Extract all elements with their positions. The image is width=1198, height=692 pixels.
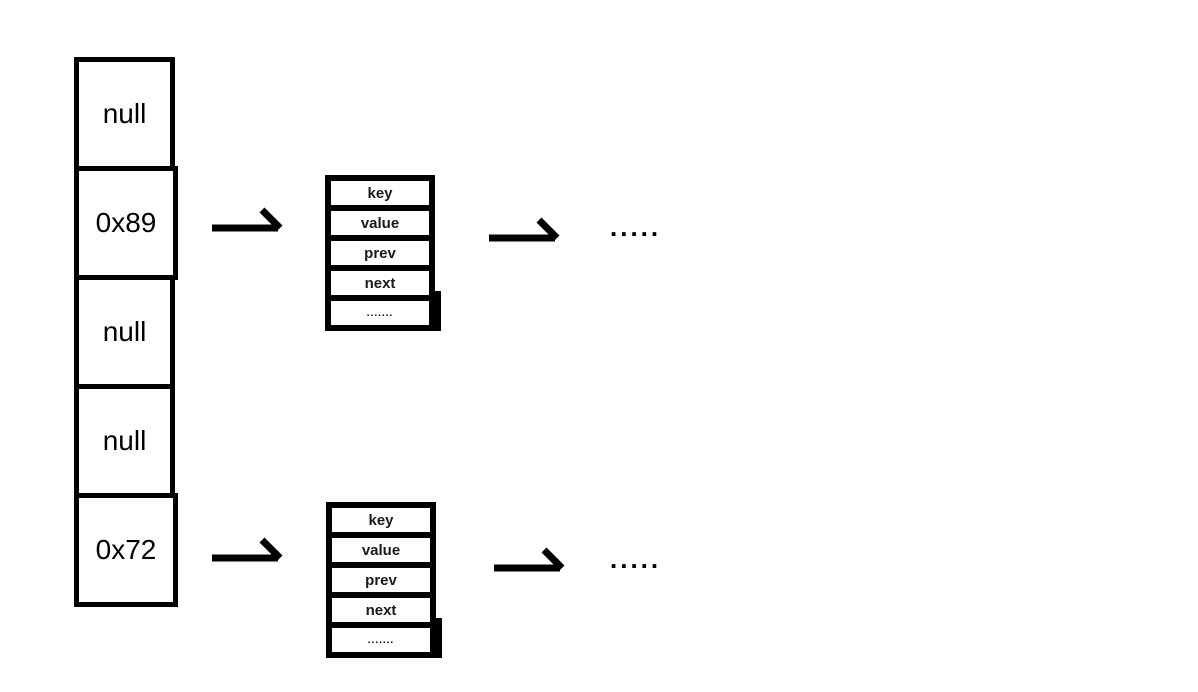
node-field-value: value: [331, 211, 429, 235]
node-field-label: value: [361, 541, 401, 559]
array-cell-label: null: [102, 425, 147, 456]
hooked-right-arrow-icon: [212, 537, 283, 562]
chain-continuation-dots: .....: [610, 212, 662, 242]
array-cell-0: null: [74, 57, 175, 171]
node-field-next: next: [331, 271, 429, 295]
node-field-label: .......: [367, 634, 395, 646]
chain-continuation-dots: .....: [610, 544, 662, 574]
node-field-label: .......: [366, 307, 394, 319]
node-field-label: value: [360, 214, 400, 232]
list-node-1: key value prev next .......: [325, 175, 441, 331]
array-cell-label: 0x89: [95, 207, 157, 238]
array-cell-1: 0x89: [74, 166, 178, 280]
node-field-label: key: [368, 511, 394, 529]
hooked-right-arrow-icon: [494, 547, 565, 572]
node-field-label: next: [364, 274, 396, 292]
array-cell-label: null: [102, 98, 147, 129]
node-field-prev: prev: [331, 241, 429, 265]
node-field-more: .......: [331, 301, 429, 325]
node-field-key: key: [331, 181, 429, 205]
array-cell-4: 0x72: [74, 493, 178, 607]
node-field-next: next: [332, 598, 430, 622]
array-cell-label: null: [102, 316, 147, 347]
node-field-prev: prev: [332, 568, 430, 592]
bucket-array: null 0x89 null null 0x72: [74, 57, 178, 607]
array-cell-3: null: [74, 384, 175, 498]
node-field-more: .......: [332, 628, 430, 652]
node-field-label: prev: [364, 244, 396, 262]
list-node-2: key value prev next .......: [326, 502, 442, 658]
node-field-key: key: [332, 508, 430, 532]
array-cell-label: 0x72: [95, 534, 157, 565]
array-cell-2: null: [74, 275, 175, 389]
node-field-label: key: [367, 184, 393, 202]
node-field-label: next: [365, 601, 397, 619]
node-field-value: value: [332, 538, 430, 562]
hooked-right-arrow-icon: [212, 207, 283, 232]
hooked-right-arrow-icon: [489, 217, 560, 242]
node-field-label: prev: [365, 571, 397, 589]
